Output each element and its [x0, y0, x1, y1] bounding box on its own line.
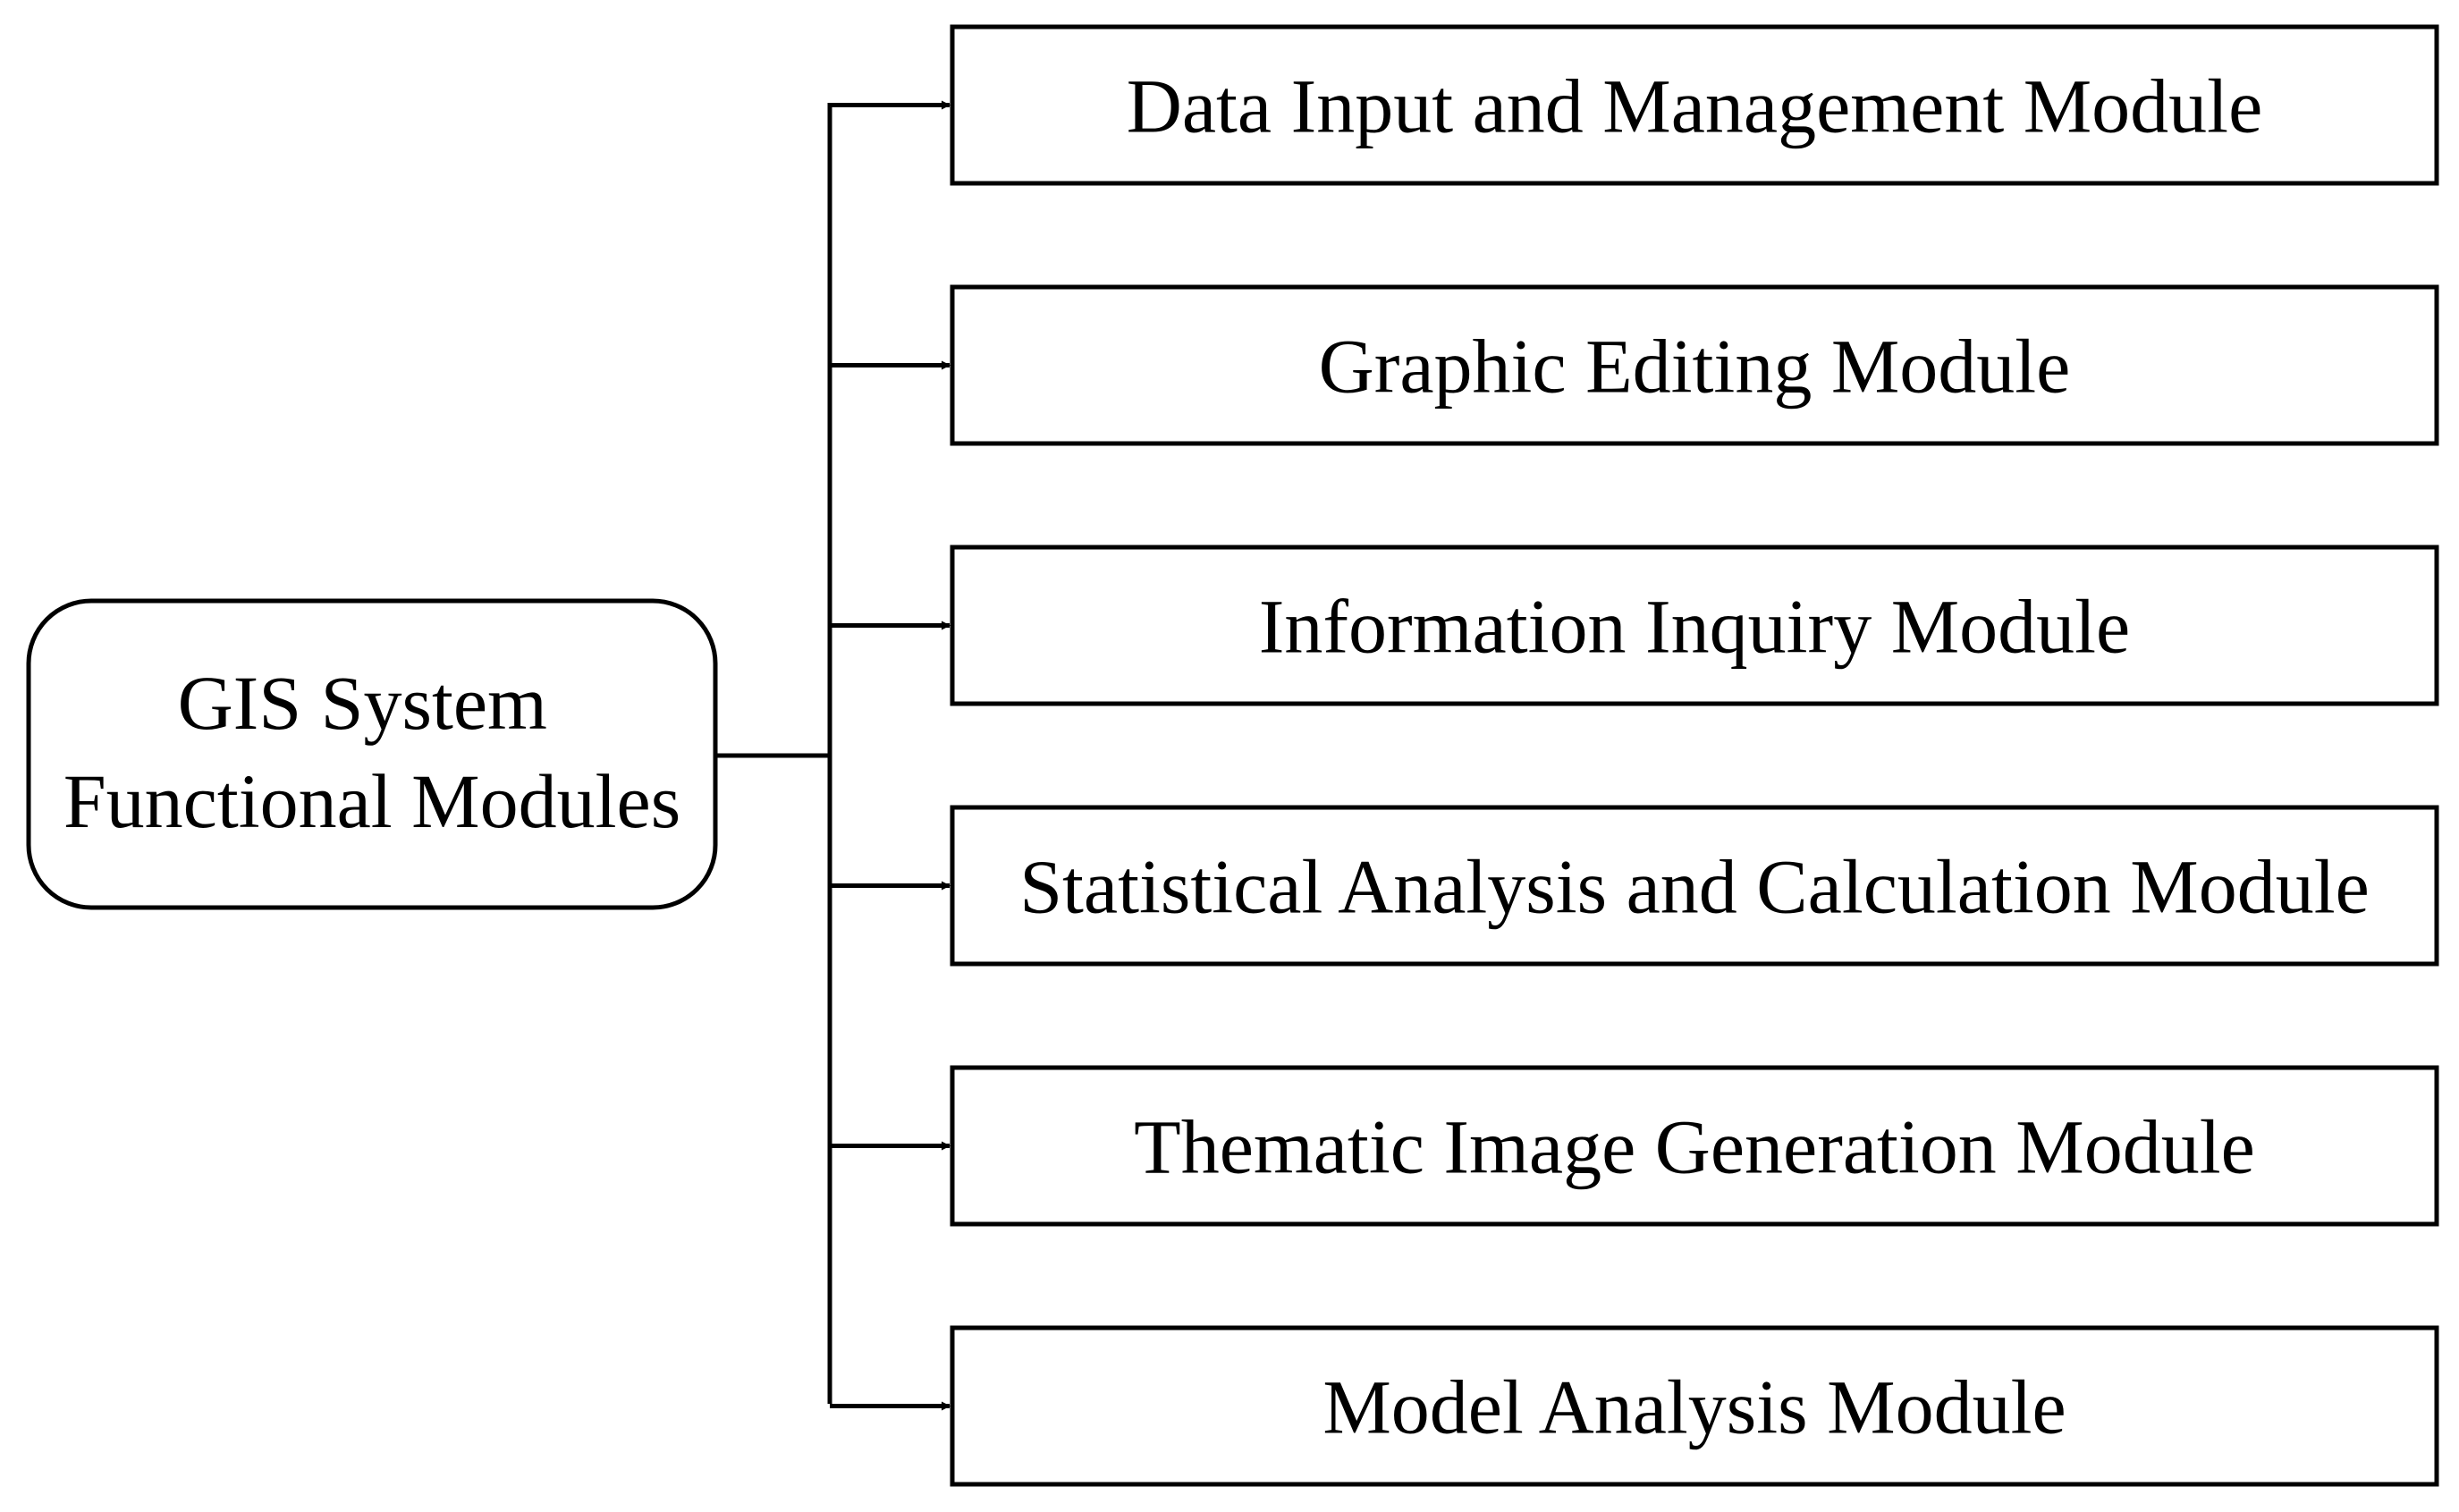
module-label: Data Input and Management Module — [1127, 63, 2263, 149]
module-label: Model Analysis Module — [1322, 1364, 2066, 1450]
root-box — [26, 598, 718, 910]
module-node: Thematic Image Generation Module — [830, 1065, 2439, 1227]
module-node: Statistical Analysis and Calculation Mod… — [830, 805, 2439, 967]
modules-group: Data Input and Management ModuleGraphic … — [830, 24, 2439, 1487]
root-node: GIS System Functional Modules — [26, 598, 718, 910]
module-box — [950, 1325, 2439, 1487]
module-box — [950, 545, 2439, 706]
module-box — [950, 24, 2439, 186]
svg-text:GIS System Functional Mo: GIS System Functional Modules — [63, 660, 680, 844]
module-box — [950, 805, 2439, 967]
module-label: Graphic Editing Module — [1319, 324, 2071, 410]
module-node: Data Input and Management Module — [830, 24, 2439, 186]
module-label: Information Inquiry Module — [1259, 584, 2130, 670]
module-box — [950, 284, 2439, 446]
root-label-line-1: GIS System — [178, 660, 547, 746]
module-label: Statistical Analysis and Calculation Mod… — [1019, 844, 2370, 930]
module-label: Thematic Image Generation Module — [1134, 1104, 2255, 1190]
root-label-line-2: Functional Modules — [63, 758, 680, 844]
module-node: Information Inquiry Module — [830, 545, 2439, 706]
module-box — [950, 1065, 2439, 1227]
module-node: Graphic Editing Module — [830, 284, 2439, 446]
module-node: Model Analysis Module — [830, 1325, 2439, 1487]
